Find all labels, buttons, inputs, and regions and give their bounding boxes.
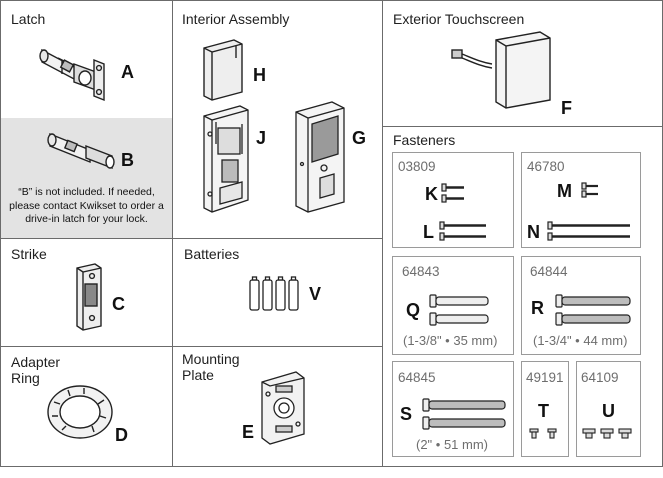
fastener-box-k-l [392,152,514,248]
part-label-f: F [561,98,572,118]
fastener-box-m-n [521,152,641,248]
part-label-m: M [557,181,572,201]
screws-q-illustration [429,294,489,326]
part-label-j: J [256,128,267,148]
part-label-t: T [538,401,549,421]
part-label-v: V [309,284,322,304]
part-label-h: H [253,65,266,85]
fastener-box-t [521,361,569,457]
screws-r-illustration [555,294,631,326]
fastener-box-s [392,361,514,457]
fasteners-title: Fasteners [393,132,456,148]
interior-assembly-title: Interior Assembly [182,11,290,27]
battery-cover-h-illustration [203,39,243,101]
screws-n-illustration [547,221,630,241]
strike-c-illustration [76,263,102,331]
latch-b-illustration [47,132,115,170]
mounting-plate-title: Mounting Plate [182,351,240,383]
part-label-r: R [531,298,544,318]
screws-m-illustration [581,182,598,198]
fastener-code-r: 64844 [530,264,568,279]
latch-title: Latch [11,11,46,27]
screws-l-illustration [439,221,486,241]
part-label-k: K [425,184,438,204]
batteries-v-illustration [249,276,299,311]
screws-k-illustration [441,183,464,203]
part-label-g: G [352,128,367,148]
part-label-a: A [121,62,134,82]
exterior-touchscreen-title: Exterior Touchscreen [393,11,525,27]
fastener-code-u: 64109 [581,370,619,385]
adapter-ring-title: Adapter Ring [11,354,61,386]
fastener-code-t: 49191 [526,370,564,385]
exterior-touchscreen-f-illustration [451,31,551,109]
fastener-size-r: (1-3/4" • 44 mm) [533,333,628,348]
strike-title: Strike [11,246,47,262]
part-label-s: S [400,404,413,424]
screws-t-illustration [529,428,557,439]
mounting-plate-cell [172,346,383,467]
latch-b-shaded-area [1,118,172,238]
part-label-b: B [121,150,134,170]
adapter-ring-d-illustration [47,385,113,439]
part-label-c: C [112,294,125,314]
screws-s-illustration [422,398,506,430]
fastener-box-u [576,361,641,457]
interior-assembly-j-illustration [203,105,249,213]
latch-b-note: “B” is not included. If needed, please c… [9,186,164,225]
fastener-code-k-l: 03809 [398,159,436,174]
fastener-size-q: (1-3/8" • 35 mm) [403,333,498,348]
batteries-title: Batteries [184,246,240,262]
fastener-code-q: 64843 [402,264,440,279]
part-label-q: Q [406,300,421,320]
fastener-code-m-n: 46780 [527,159,565,174]
fastener-code-s: 64845 [398,370,436,385]
fastener-box-r [521,256,641,355]
part-label-e: E [242,422,255,442]
part-label-l: L [423,222,434,242]
part-label-d: D [115,425,128,445]
fastener-box-q [392,256,514,355]
part-label-u: U [602,401,615,421]
fastener-size-s: (2" • 51 mm) [416,437,489,452]
exterior-assembly-g-illustration [295,101,345,213]
part-label-n: N [527,222,540,242]
mounting-plate-e-illustration [261,371,305,445]
screws-u-illustration [582,428,632,439]
latch-a-illustration [39,48,105,102]
